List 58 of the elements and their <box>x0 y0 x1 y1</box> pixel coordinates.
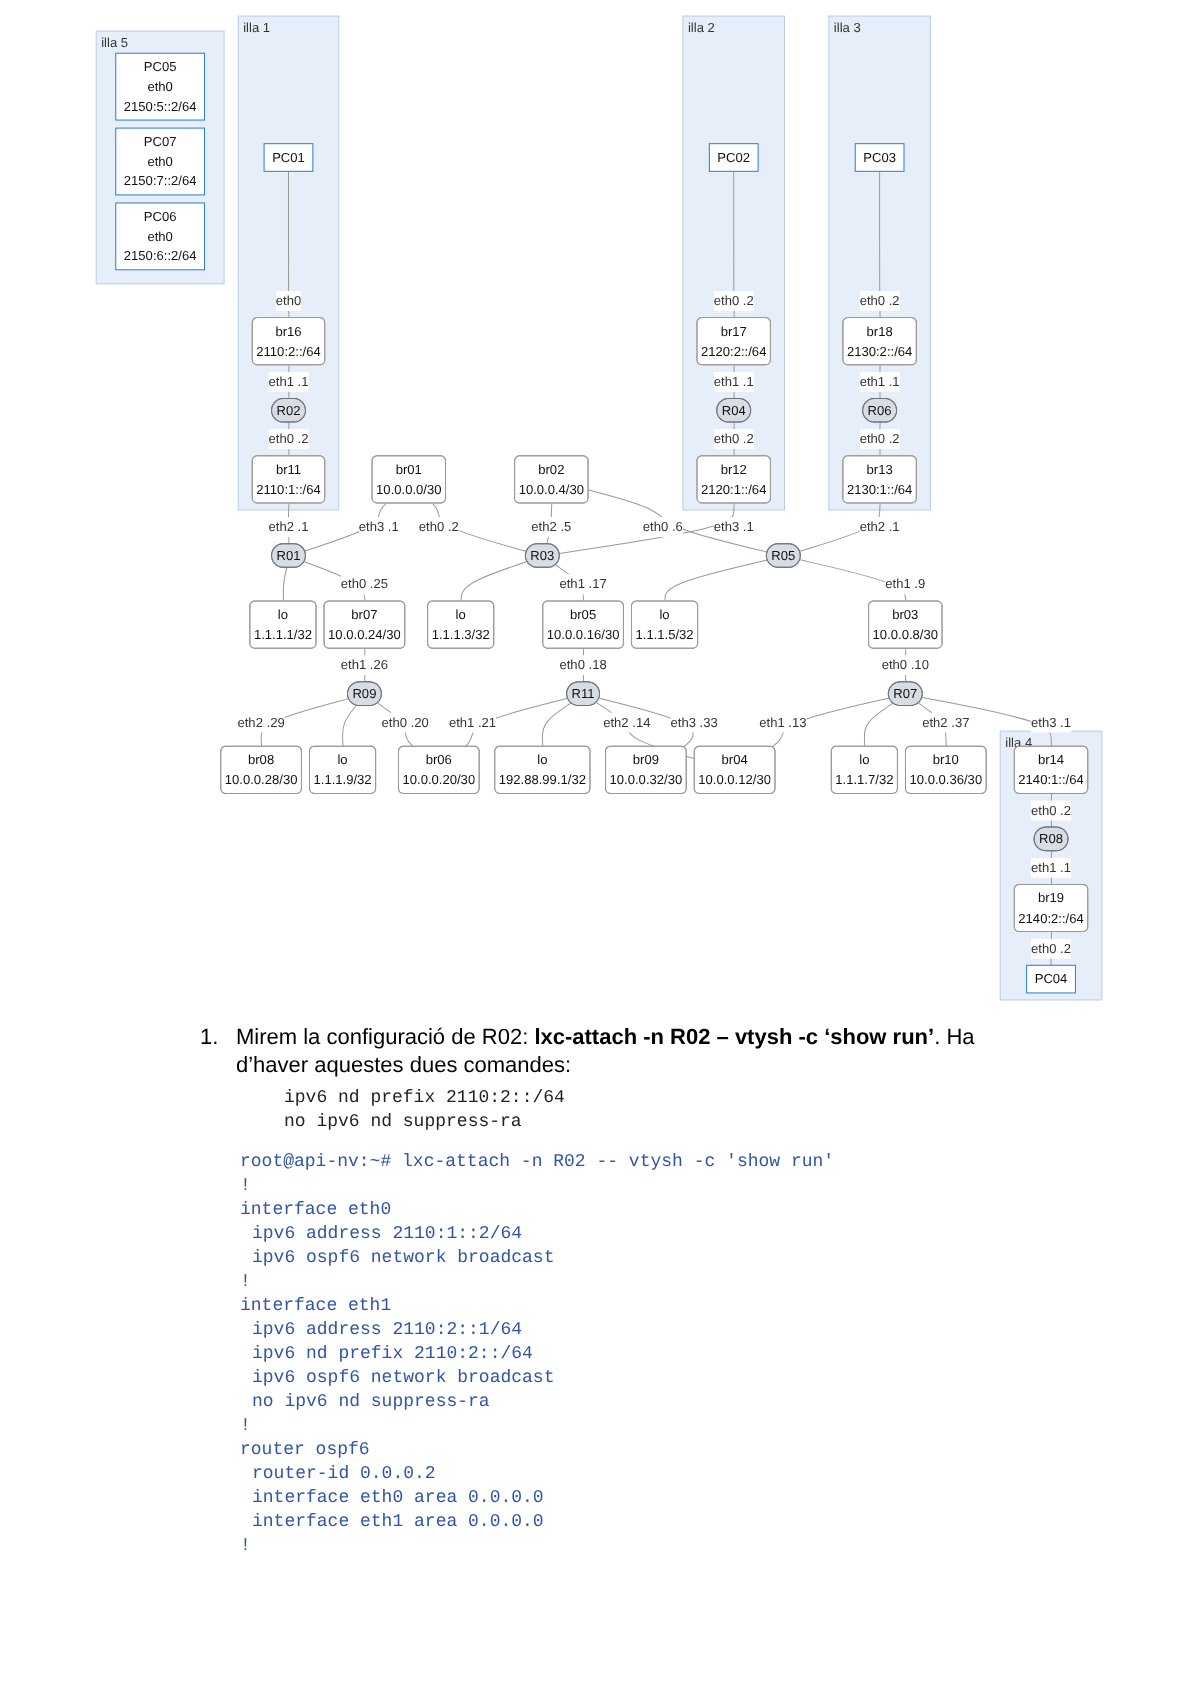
connector <box>342 704 357 748</box>
connector <box>799 559 907 602</box>
code-line: ! <box>240 1414 253 1438</box>
instruction-text: Mirem la configuració de R02: lxc-attach -n R02 – vtysh -c ‘show run’. Ha d’haver aquestes dues comandes: <box>236 1024 977 1080</box>
cluster <box>828 15 931 511</box>
connector <box>879 170 881 319</box>
code-line: no ipv6 nd suppress-ra <box>284 1110 524 1134</box>
connector <box>559 502 735 554</box>
code-line: interface eth0 <box>240 1198 394 1222</box>
connector <box>288 170 290 319</box>
list-number: 1. <box>200 1024 221 1054</box>
code-line: ! <box>240 1174 253 1198</box>
node-box <box>1026 964 1076 994</box>
code-line: ipv6 ospf6 network broadcast <box>252 1246 557 1270</box>
code-line: root@api-nv:~# lxc-attach -n R02 -- vtysh -c 'show run' <box>240 1150 837 1174</box>
node-box <box>263 143 314 172</box>
connector <box>555 564 585 602</box>
connector <box>799 502 881 552</box>
connector <box>598 697 694 748</box>
code-line: ipv6 nd prefix 2110:2::/64 <box>252 1342 535 1366</box>
connector <box>541 702 572 748</box>
cluster <box>999 730 1103 1001</box>
connector <box>282 567 288 602</box>
connector <box>664 559 769 602</box>
code-line: ipv6 address 2110:1::2/64 <box>252 1222 525 1246</box>
code-line: interface eth1 area 0.0.0.0 <box>252 1510 546 1534</box>
connector <box>588 489 769 553</box>
connector <box>733 364 735 400</box>
connector <box>364 648 366 683</box>
code-line: ipv6 address 2110:2::1/64 <box>252 1318 525 1342</box>
connector <box>771 697 890 748</box>
node-box <box>115 127 206 196</box>
connector <box>464 697 569 748</box>
code-line: router-id 0.0.0.2 <box>252 1462 438 1486</box>
code-line: router ospf6 <box>240 1438 372 1462</box>
connector <box>460 560 528 602</box>
code-line: ipv6 nd prefix 2110:2::/64 <box>284 1086 567 1110</box>
connector <box>1050 850 1053 886</box>
cluster <box>237 15 340 511</box>
connector <box>431 502 528 553</box>
node-box <box>708 143 759 172</box>
code-line: interface eth0 area 0.0.0.0 <box>252 1486 546 1510</box>
code-line: no ipv6 nd suppress-ra <box>252 1390 492 1414</box>
cluster <box>682 15 785 511</box>
cluster <box>95 30 225 285</box>
code-line: ! <box>240 1270 253 1294</box>
node-box <box>854 143 905 172</box>
connector <box>733 170 735 319</box>
code-line: ipv6 ospf6 network broadcast <box>252 1366 557 1390</box>
connector <box>921 696 1053 748</box>
code-line: interface eth1 <box>240 1294 394 1318</box>
connector <box>288 364 290 400</box>
connector <box>879 364 881 400</box>
node-box <box>115 202 206 271</box>
connector <box>863 702 894 748</box>
code-line: ! <box>240 1534 253 1558</box>
node-box <box>115 52 206 121</box>
connector <box>918 702 947 748</box>
